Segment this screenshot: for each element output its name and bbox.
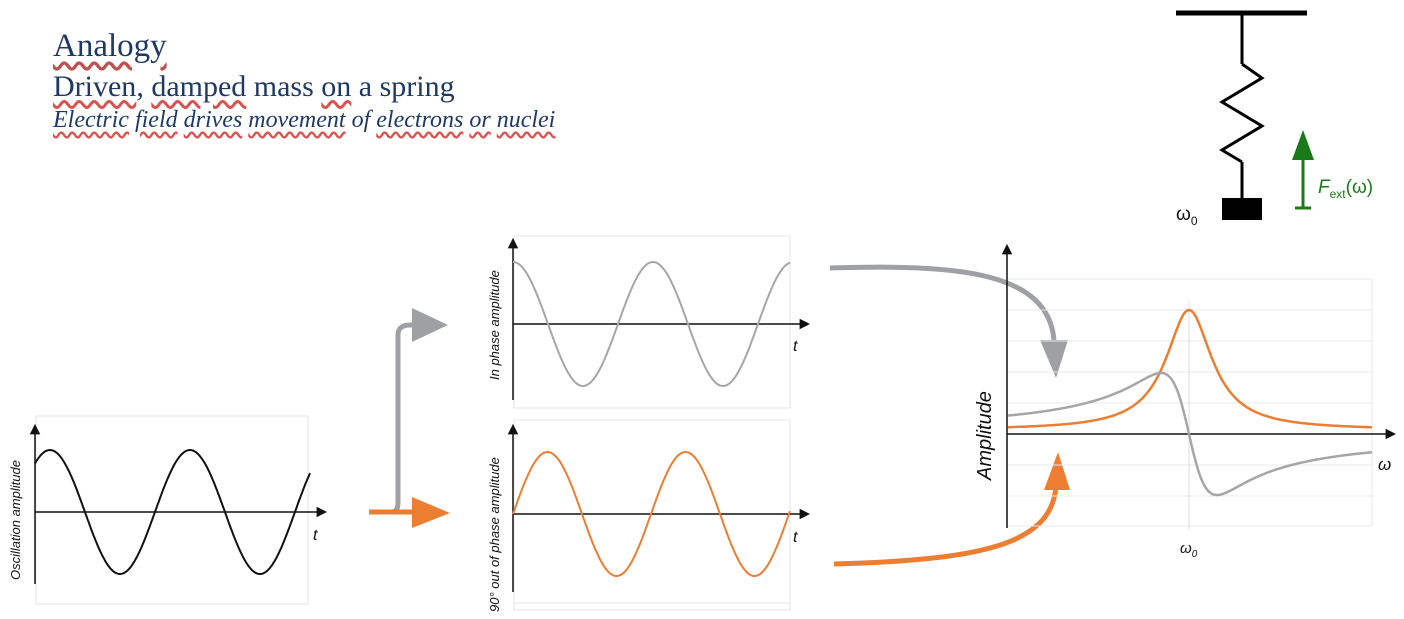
oscillation-y-label: Oscillation amplitude — [8, 460, 23, 580]
slide-subtitle: Driven, damped mass on a spring — [53, 70, 455, 103]
in-phase-wave — [512, 261, 791, 388]
in-phase-panel-frame — [513, 235, 791, 409]
sub2-movement: movement — [248, 107, 346, 133]
force-arrow-head — [1292, 130, 1314, 160]
sub2-nuclei: nuclei — [496, 107, 556, 133]
sub2-of: of — [345, 107, 377, 133]
split-arrows — [369, 308, 450, 528]
spectrum-panel: ω Amplitude ω0 — [974, 243, 1397, 560]
subtitle-word-damped: damped — [151, 70, 247, 103]
dispersion-curve — [1007, 371, 1373, 497]
sub2-field: field — [134, 107, 178, 133]
subtitle-word-mass: mass — [246, 70, 322, 103]
in-phase-y-label: In phase amplitude — [487, 270, 502, 380]
out-of-phase-wave — [512, 450, 791, 577]
orange-merge-arrow — [833, 485, 1059, 567]
merge-arrows — [829, 264, 1070, 567]
orange-merge-arrowhead — [1044, 452, 1070, 490]
resonance-frequency-label: ω0 — [1176, 204, 1198, 228]
subtitle-comma: , — [136, 70, 152, 103]
mass-block — [1222, 198, 1262, 220]
external-force-label: Fext(ω) — [1318, 177, 1373, 201]
oscillation-panel: t Oscillation amplitude — [8, 415, 328, 605]
slide-title: Analogy — [53, 28, 167, 64]
sub2-electrons: electrons — [376, 107, 464, 133]
spectrum-resonance-tick: ω0 — [1180, 540, 1198, 560]
sub2-or: or — [469, 107, 491, 133]
subtitle-word-driven: Driven — [53, 70, 137, 103]
oscillation-wave — [34, 448, 311, 576]
subtitle-word-spring: a spring — [351, 70, 455, 103]
out-of-phase-y-label: 90° out of phase amplitude — [487, 457, 502, 612]
out-of-phase-panel-frame — [513, 419, 791, 611]
oscillation-panel-frame — [35, 415, 309, 605]
out-of-phase-panel: t 90° out of phase amplitude — [487, 419, 811, 612]
gray-merge-arrowhead — [1040, 340, 1068, 378]
spring-mass-diagram: ω0 Fext(ω) — [1176, 10, 1373, 228]
spectrum-x-label: ω — [1378, 455, 1391, 474]
sub2-drives: drives — [183, 107, 243, 133]
absorption-curve — [1008, 308, 1373, 429]
sub2-electric: Electric — [53, 107, 129, 133]
spring-coil — [1219, 62, 1265, 164]
gray-split-arrowhead — [412, 308, 448, 342]
slide-subtitle-italic: Electric field drives movement of electr… — [53, 107, 555, 133]
out-of-phase-x-label: t — [793, 529, 798, 546]
oscillation-x-label: t — [313, 527, 318, 544]
gray-split-arrow — [369, 322, 414, 515]
subtitle-word-on: on — [321, 70, 352, 103]
orange-split-arrowhead — [412, 497, 450, 528]
spectrum-y-label: Amplitude — [974, 391, 996, 481]
gray-merge-arrow — [829, 264, 1057, 341]
in-phase-panel: t In phase amplitude — [487, 235, 811, 409]
in-phase-x-label: t — [793, 338, 798, 355]
